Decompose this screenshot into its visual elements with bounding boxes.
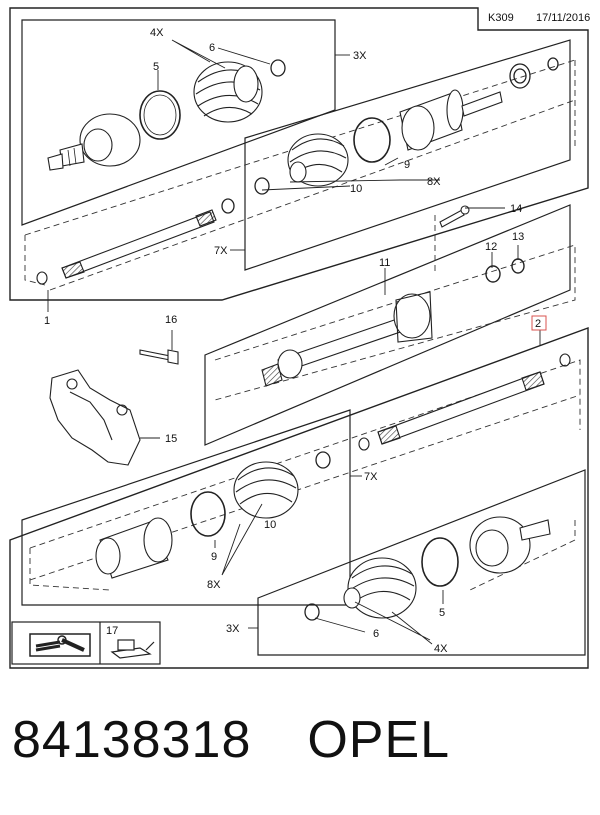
callout-3x-top: 3X [353,50,367,62]
small-clamp-6-bottom [304,603,320,621]
frame-right-shaft-assembly [9,326,589,669]
callout-5-top: 5 [153,61,159,73]
intermediate-shaft-11 [261,291,433,387]
diagram-header: K309 17/11/2016 [488,12,590,24]
brand-name: OPEL [307,711,451,769]
callout-17: 17 [106,625,118,637]
callout-2: 2 [535,318,541,330]
box-outer-cv-joint-bottom [257,469,586,656]
frame-left-shaft-assembly [9,7,589,301]
box-intermediate-shaft [204,204,571,446]
clamp-ring-5-top [139,90,181,140]
bearing-bracket-15 [49,369,141,466]
callout-9-mid: 9 [211,551,217,563]
callout-13: 13 [512,231,524,243]
outer-cv-joint-top [47,113,141,171]
callout-16: 16 [165,314,177,326]
callout-7x-mid: 7X [364,471,378,483]
diagram-date: 17/11/2016 [536,12,590,24]
diagram-code: K309 [488,12,514,24]
callout-4x-bottom: 4X [434,643,448,655]
callout-4x-top: 4X [150,27,164,39]
box-inner-joint-top [244,39,571,271]
clamp-ring-5-bottom [421,537,459,587]
leader-lines [47,39,541,645]
legend-box: 17 [11,621,161,665]
callout-7x-top: 7X [214,245,228,257]
small-clamps-10-top [221,177,270,214]
callout-8x-mid: 8X [207,579,221,591]
callout-10-top: 10 [350,183,362,195]
drive-shaft-1 [36,209,217,285]
callout-15: 15 [165,433,177,445]
small-clamp-6-top [270,59,286,77]
callout-8x-top: 8X [427,176,441,188]
boot-top [193,61,263,123]
clamp-ring-9-top [353,117,391,163]
outer-cv-joint-bottom [469,516,551,574]
box-inner-joint-bottom [21,409,351,606]
part-number: 84138318 [12,711,252,769]
clamp-ring-9-bottom [190,491,226,537]
callout-labels: 4X 6 5 3X 9 8X 10 7X 1 14 12 13 11 2 16 … [44,27,547,655]
callout-14: 14 [510,203,522,215]
tripod-housing-top [399,89,503,151]
bolt-16 [139,349,179,365]
part-footer: 84138318 OPEL [12,710,592,790]
drive-shaft-2 [358,353,571,451]
dashed-guides [24,59,581,591]
callout-12: 12 [485,241,497,253]
exploded-parts-diagram: K309 17/11/2016 [9,7,590,669]
callout-6-top: 6 [209,42,215,54]
callout-2-highlight-box [531,315,547,331]
callout-6-bottom: 6 [373,628,379,640]
callout-1: 1 [44,315,50,327]
boot-inner-bottom [233,461,299,519]
callout-11: 11 [379,257,390,269]
callout-3x-bottom: 3X [226,623,240,635]
bolt-14 [439,205,470,228]
seal-ring-top [509,57,559,89]
box-outer-cv-joint-top [21,19,336,226]
boot-inner-top [287,133,349,187]
callout-5-bottom: 5 [439,607,445,619]
manual-wrench-icon [29,633,91,657]
callout-9-top: 9 [404,159,410,171]
grease-can-icon [110,639,155,659]
boot-bottom [343,557,417,619]
tripod-housing-bottom [95,517,173,579]
small-clamp-10-bottom [315,451,331,469]
callout-10-mid: 10 [264,519,276,531]
